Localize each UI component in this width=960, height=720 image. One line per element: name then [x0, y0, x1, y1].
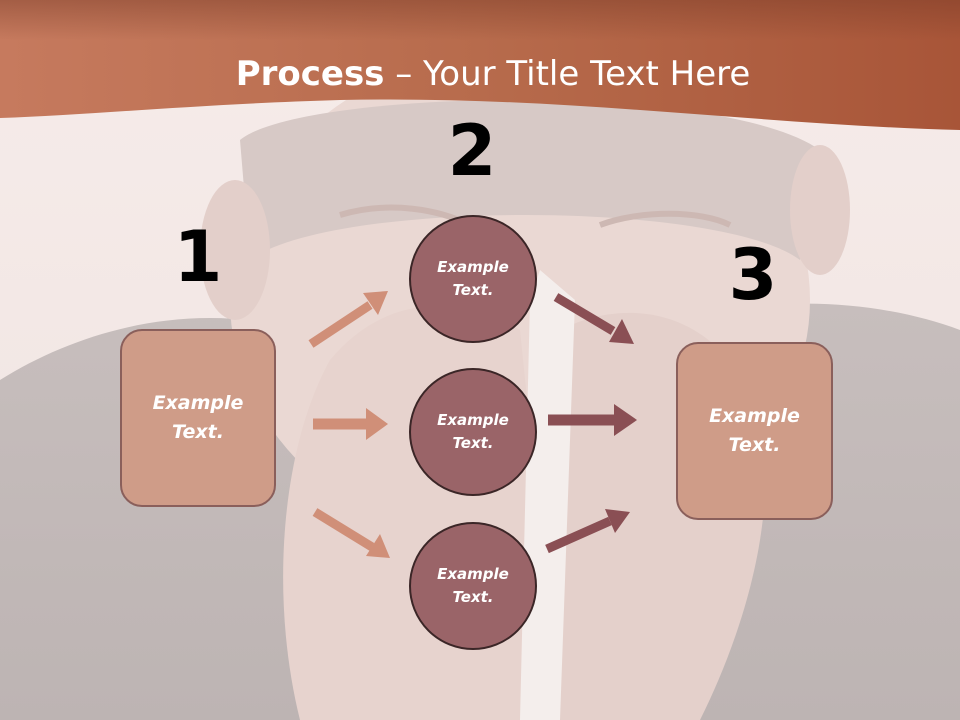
circle-bottom: Example Text. — [409, 522, 537, 650]
step-3-box: Example Text. — [676, 342, 833, 520]
step-1-box: Example Text. — [120, 329, 276, 507]
step-number-1: 1 — [173, 216, 223, 298]
step-3-text: Example Text. — [709, 405, 800, 456]
slide-title: Process – Your Title Text Here — [0, 52, 960, 96]
circle-top-text: Example Text. — [437, 258, 509, 299]
circle-bottom-text: Example Text. — [437, 565, 509, 606]
step-number-3: 3 — [728, 234, 778, 316]
step-1-text: Example Text. — [152, 392, 244, 443]
title-bold: Process — [235, 54, 385, 94]
step-number-2: 2 — [447, 110, 497, 192]
circle-middle: Example Text. — [409, 368, 537, 496]
title-rest: – Your Title Text Here — [384, 54, 751, 94]
circle-top: Example Text. — [409, 215, 537, 343]
circle-middle-text: Example Text. — [437, 411, 509, 452]
